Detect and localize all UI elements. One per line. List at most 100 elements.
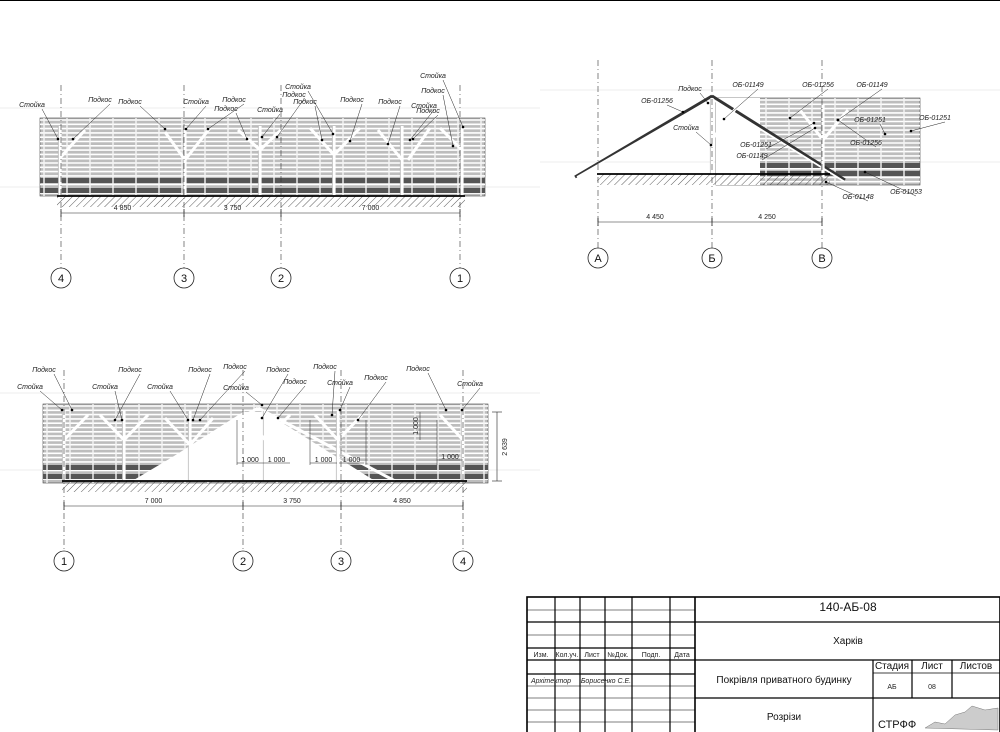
- leader-dot: [260, 416, 264, 420]
- leader-line: [879, 123, 886, 135]
- strut: [376, 129, 404, 161]
- leader-dot: [184, 127, 188, 131]
- callout-label: Подкос: [421, 87, 445, 95]
- dimension-value: 4 250: [758, 214, 776, 221]
- strut: [406, 127, 432, 161]
- logo-text: СТРФФ: [878, 719, 916, 731]
- axis-label: 4: [460, 556, 466, 568]
- leader-dot: [681, 110, 685, 114]
- leader-line: [114, 390, 123, 421]
- leader-dot: [260, 135, 264, 139]
- callout-label: Стойка: [17, 383, 43, 391]
- dark-band: [40, 178, 485, 183]
- inner-dimension-value: 1 000: [343, 457, 361, 464]
- tb-header: Изм.: [534, 652, 549, 659]
- strut: [236, 128, 262, 152]
- leader-line: [72, 103, 111, 140]
- leader-dot: [709, 143, 713, 147]
- inner-dimension-value: 1 000: [268, 457, 286, 464]
- tb-header: №Док.: [607, 652, 628, 659]
- stage-value: АБ: [887, 684, 897, 691]
- callout-label: Подкос: [188, 366, 212, 374]
- logo: СТРФФ: [878, 705, 999, 731]
- leader-line: [307, 90, 334, 135]
- strut: [332, 126, 362, 157]
- leader-line: [39, 390, 63, 411]
- rafter-left: [134, 406, 259, 483]
- leader-dot: [460, 408, 464, 412]
- inner-dimension-value: 1 000: [241, 457, 259, 464]
- leader-line: [427, 372, 447, 411]
- axis-label: 3: [181, 273, 187, 285]
- leader-line: [837, 119, 877, 148]
- leader-dot: [331, 132, 335, 136]
- leader-line: [409, 109, 435, 141]
- axis-bubble: [232, 550, 254, 572]
- leader-line: [339, 386, 351, 411]
- axis-bubble: [811, 247, 833, 269]
- strut: [798, 109, 825, 141]
- callout-label: ОБ-01149: [856, 82, 887, 89]
- callout-label: Стойка: [673, 124, 699, 132]
- axis-bubble: [173, 267, 195, 289]
- axis-bubble: [53, 550, 75, 572]
- ground-hatch: [57, 196, 465, 207]
- leader-line: [412, 114, 439, 140]
- callout-label: ОБ-01251: [854, 117, 886, 124]
- callout-label: ОБ-01149: [736, 153, 767, 160]
- leader-dot: [812, 121, 816, 125]
- leader-line: [349, 103, 363, 142]
- ground-hatch: [597, 174, 830, 185]
- leader-dot: [722, 117, 726, 121]
- callout-label: Подкос: [378, 98, 402, 106]
- callout-label: Подкос: [406, 365, 430, 373]
- callout-label: Стойка: [285, 83, 311, 91]
- sheets-header: Листов: [960, 661, 993, 672]
- dimension-value: 7 000: [145, 498, 163, 505]
- callout-label: Подкос: [222, 96, 246, 104]
- sheet-header: Лист: [921, 661, 943, 672]
- callout-label: ОБ-01256: [641, 98, 673, 105]
- callout-label: Подкос: [340, 96, 364, 104]
- leader-line: [331, 370, 336, 416]
- axis-bubble: [50, 267, 72, 289]
- rafter-right: [257, 406, 396, 483]
- leader-line: [825, 181, 869, 202]
- leader-line: [53, 373, 73, 411]
- dimension-value: 3 750: [283, 498, 301, 505]
- leader-dot: [163, 127, 167, 131]
- leader-dot: [56, 137, 60, 141]
- drawing-code: 140-АБ-08: [819, 600, 877, 614]
- axis-label: 1: [61, 556, 67, 568]
- leader-dot: [836, 118, 840, 122]
- axis-label: А: [594, 253, 602, 265]
- callout-label: ОБ-01251: [740, 142, 772, 149]
- leader-line: [864, 171, 917, 197]
- callout-label: Подкос: [118, 366, 142, 374]
- leader-dot: [198, 418, 202, 422]
- callout-label: Стойка: [420, 72, 446, 80]
- leader-line: [261, 113, 281, 138]
- dark-band: [40, 188, 485, 193]
- callout-label: Подкос: [364, 374, 388, 382]
- callout-label: Подкос: [416, 107, 440, 115]
- callout-label: ОБ-01053: [890, 189, 922, 196]
- leader-dot: [411, 137, 415, 141]
- dimension-value: 7 000: [362, 205, 380, 212]
- axis-label: 2: [278, 273, 284, 285]
- leader-line: [139, 105, 166, 130]
- axis-bubble: [701, 247, 723, 269]
- leader-line: [442, 94, 454, 147]
- leader-dot: [330, 413, 334, 417]
- strut: [821, 109, 850, 141]
- dimension-value: 4 450: [646, 214, 664, 221]
- leader-line: [192, 373, 211, 421]
- rafter-left-inner: [576, 98, 713, 178]
- leader-line: [169, 390, 189, 421]
- leader-line: [699, 92, 709, 104]
- leader-dot: [706, 101, 710, 105]
- strut: [263, 413, 292, 442]
- leader-dot: [863, 170, 867, 174]
- callout-label: Стойка: [327, 379, 353, 387]
